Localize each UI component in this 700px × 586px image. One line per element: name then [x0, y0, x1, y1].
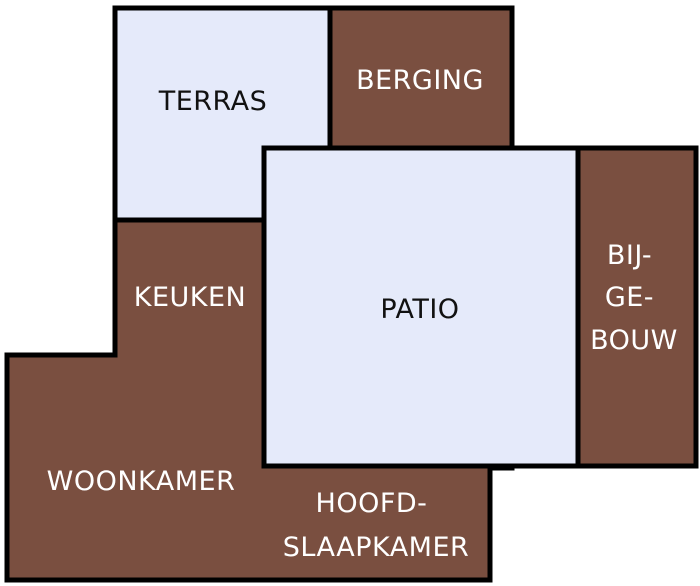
label-bijgebouw: BIJ- GE- BOUW	[590, 240, 678, 356]
room-patio	[261, 145, 581, 469]
label-berging: BERGING	[356, 65, 484, 96]
label-hoofdslaapkamer-line: HOOFD-	[316, 488, 428, 519]
label-patio: PATIO	[380, 294, 459, 325]
label-hoofdslaapkamer: HOOFD- SLAAPKAMER	[283, 488, 470, 563]
label-woonkamer: WOONKAMER	[47, 466, 236, 497]
label-hoofdslaapkamer-line: SLAAPKAMER	[283, 532, 470, 563]
label-bijgebouw-line: BIJ-	[607, 240, 652, 271]
label-terras: TERRAS	[158, 86, 268, 117]
label-keuken: KEUKEN	[134, 282, 247, 313]
label-bijgebouw-line: BOUW	[590, 325, 678, 356]
label-bijgebouw-line: GE-	[605, 282, 654, 313]
room-bijgebouw	[575, 145, 699, 469]
